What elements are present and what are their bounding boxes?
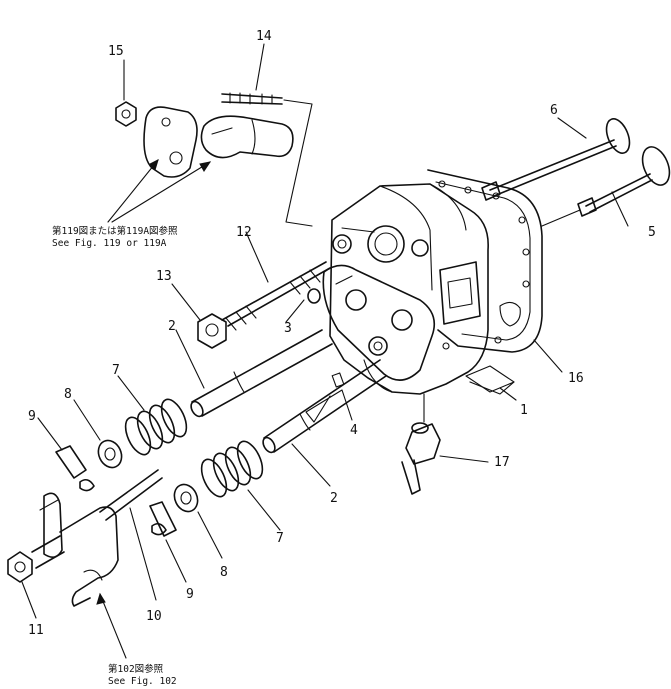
note-fig119-en: See Fig. 119 or 119A: [52, 238, 167, 249]
callout-5: 5: [648, 225, 656, 240]
callout-2-upper: 2: [168, 319, 176, 334]
callout-12: 12: [236, 225, 252, 240]
callout-7-lower: 7: [276, 531, 284, 546]
fitting-17: [401, 393, 441, 495]
spring-retainer-8-lower: [173, 483, 199, 513]
callout-1: 1: [520, 403, 528, 418]
rocker-arm-assembly: [31, 492, 119, 607]
stud-14: [221, 92, 283, 105]
callout-6: 6: [550, 103, 558, 118]
spring-retainer-8-upper: [97, 439, 123, 469]
callout-17: 17: [494, 455, 510, 470]
nut-11: [7, 551, 33, 583]
pin-4: [331, 372, 345, 388]
callout-11: 11: [28, 623, 44, 638]
callout-4: 4: [350, 423, 358, 438]
callout-7-upper: 7: [112, 363, 120, 378]
callout-9-upper: 9: [28, 409, 36, 424]
nut-13: [197, 313, 227, 349]
valve-spring-7-lower: [200, 440, 264, 498]
collet-9-lower: [149, 501, 177, 537]
callout-2-lower: 2: [330, 491, 338, 506]
o-ring-3: [307, 288, 321, 304]
reference-notes: 第119図または第119A図参照 See Fig. 119 or 119A 第1…: [52, 225, 178, 687]
note-fig102-jp: 第102図参照: [108, 663, 164, 675]
note-fig119-jp: 第119図または第119A図参照: [52, 225, 178, 237]
collet-9-upper: [55, 445, 95, 492]
leader-lines: [21, 43, 629, 619]
callout-10: 10: [146, 609, 162, 624]
valve-5: [541, 146, 671, 227]
callout-13: 13: [156, 269, 172, 284]
callout-8-upper: 8: [64, 387, 72, 402]
callout-numbers: 15 14 6 5 12 13 3 2 16 1 7 8 9 4 17 2 7 …: [28, 29, 656, 638]
callout-3: 3: [284, 321, 292, 336]
injector-flange: [143, 106, 198, 178]
injector-body: [200, 115, 294, 159]
callout-14: 14: [256, 29, 272, 44]
stud-12: [221, 261, 331, 331]
cylinder-head-body: [322, 169, 543, 395]
valve-guide-2-lower: [262, 359, 387, 454]
reference-arrows: [96, 159, 212, 659]
valve-guide-2-upper: [190, 329, 333, 418]
valve-spring-7-upper: [124, 398, 188, 456]
callout-9-lower: 9: [186, 587, 194, 602]
note-fig102-en: See Fig. 102: [108, 676, 177, 687]
callout-16: 16: [568, 371, 584, 386]
callout-8-lower: 8: [220, 565, 228, 580]
callout-15: 15: [108, 44, 124, 59]
valve-6: [481, 118, 631, 201]
nut-15: [115, 101, 137, 127]
